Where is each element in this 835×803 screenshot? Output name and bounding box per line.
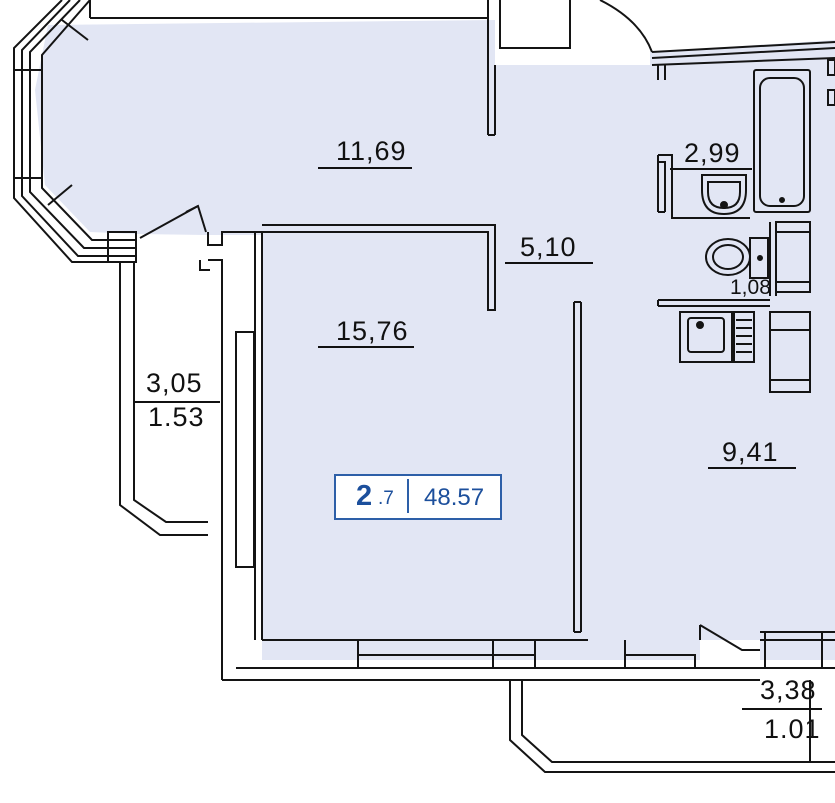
total-area: 48.57 <box>424 484 485 511</box>
toilet-area-label: 1,08 <box>730 276 771 299</box>
hall-area-label: 5,10 <box>520 232 577 262</box>
kitchen-area-label: 9,41 <box>722 437 779 467</box>
stove-icon <box>733 311 755 363</box>
bathroom-walls <box>657 154 750 219</box>
walls <box>89 0 835 136</box>
left-balcony-divider <box>134 401 220 403</box>
bottom-balcony-outline <box>509 680 835 773</box>
bottom-balcony-divider <box>742 708 822 710</box>
inner-walls <box>139 204 588 680</box>
bottom-walls <box>222 624 835 681</box>
bottom-balcony-reduced-area-label: 1.01 <box>764 714 821 744</box>
bathroom-area-underline <box>670 168 752 170</box>
toilet-icon <box>705 237 769 279</box>
room-count: 2 <box>356 480 373 512</box>
bathroom-area-label: 2,99 <box>684 138 741 168</box>
kitchen-area-underline <box>708 467 796 469</box>
cabinets <box>769 221 811 393</box>
sink-icon <box>701 174 747 216</box>
living-room-area-underline <box>318 167 412 169</box>
kitchen-sink-icon <box>679 311 733 363</box>
apartment-badge: 2 .7 48.57 <box>334 474 502 520</box>
floor-area <box>35 20 835 660</box>
bedroom-area-label: 15,76 <box>336 316 409 346</box>
living-room-area-label: 11,69 <box>336 136 407 166</box>
bathtub <box>753 69 811 213</box>
floor-number: .7 <box>378 488 394 509</box>
hall-area-underline <box>505 262 593 264</box>
bottom-balcony-area-label: 3,38 <box>760 675 817 705</box>
bay-window <box>13 0 137 263</box>
bedroom-area-underline <box>318 346 414 348</box>
left-balcony-reduced-area-label: 1.53 <box>148 402 205 432</box>
left-balcony-outline <box>119 262 208 536</box>
left-balcony-area-label: 3,05 <box>146 368 203 398</box>
badge-divider <box>407 479 409 513</box>
